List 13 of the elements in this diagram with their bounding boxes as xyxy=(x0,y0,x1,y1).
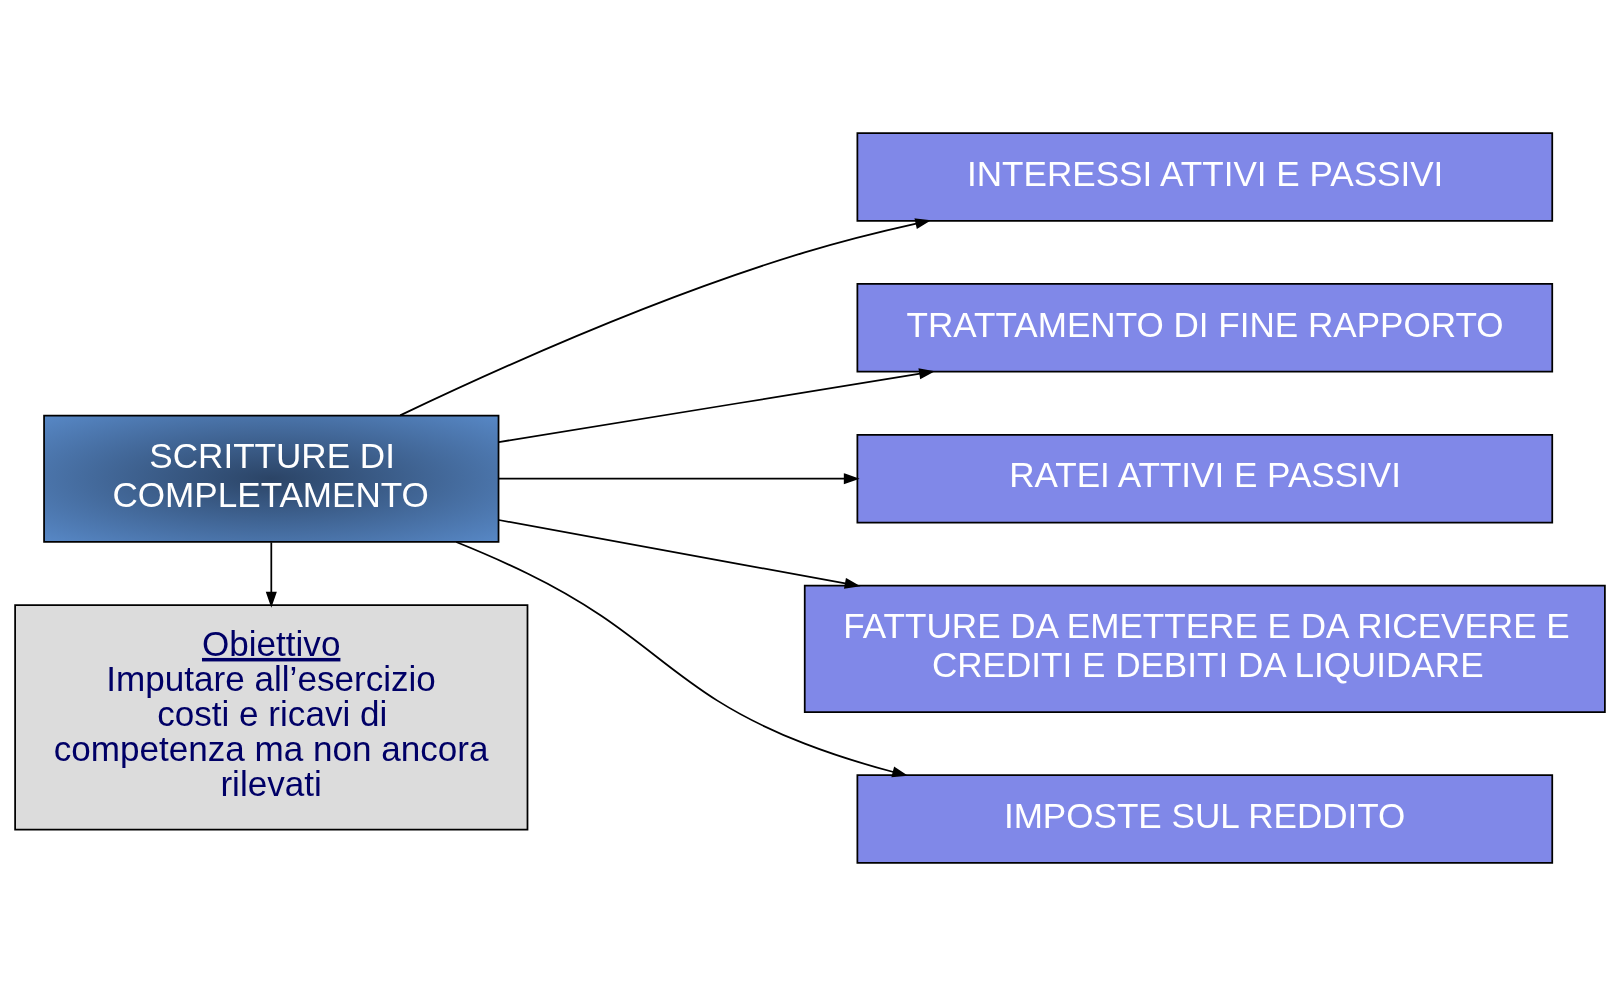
arrow xyxy=(497,368,935,443)
arrow xyxy=(399,218,932,417)
node-box: FATTURE DA EMETTERE E DA RICEVERE E CREDITI E DEBITI DA LIQUIDARE xyxy=(803,584,1606,713)
arrow xyxy=(497,473,860,485)
arrow xyxy=(265,541,277,608)
node-box: IMPOSTE SUL REDDITO xyxy=(856,774,1554,864)
arrow xyxy=(455,541,909,778)
node-box: RATEI ATTIVI E PASSIVI xyxy=(856,433,1554,524)
node-box: SCRITTURE DI COMPLETAMENTO xyxy=(43,414,500,543)
node-box: Obiettivo Imputare all’esercizio costi e ricavi di competenza ma non ancora rilevati xyxy=(14,604,529,831)
node-box: TRATTAMENTO DI FINE RAPPORTO xyxy=(856,283,1554,373)
arrow xyxy=(497,519,861,589)
node-box: INTERESSI ATTIVI E PASSIVI xyxy=(856,132,1554,222)
